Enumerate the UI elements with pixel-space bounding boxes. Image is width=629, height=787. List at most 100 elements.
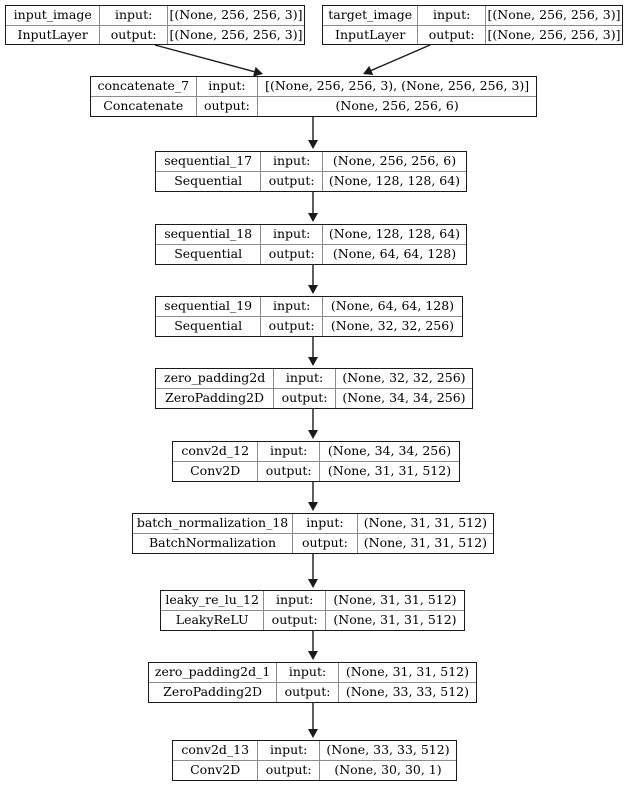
arrow-head-icon: [308, 651, 318, 660]
output-label: output:: [277, 683, 339, 702]
layer-name: input_image: [6, 6, 101, 25]
input-label: input:: [277, 663, 339, 682]
output-label: output:: [261, 317, 323, 336]
input-label: input:: [258, 442, 320, 461]
layer-class-name: Sequential: [156, 245, 262, 264]
edge-zero_padding2d_1-to-conv2d_13: [308, 703, 318, 738]
edge-zero_padding2d-to-conv2d_12: [308, 409, 318, 439]
layer-name: conv2d_13: [173, 741, 259, 760]
edge-line: [370, 44, 431, 72]
input-shape: [(None, 256, 256, 3)]: [169, 7, 303, 22]
arrow-head-icon: [308, 430, 318, 439]
output-label: output:: [261, 245, 323, 264]
edge-sequential_19-to-zero_padding2d: [308, 337, 318, 366]
layer-name: sequential_17: [156, 152, 262, 171]
arrow-head-icon: [308, 285, 318, 294]
layer-class-name: InputLayer: [6, 25, 101, 44]
input-label: input:: [274, 369, 336, 388]
input-shape: [(None, 256, 256, 3)]: [487, 7, 621, 22]
input-shape: [(None, 256, 256, 3), (None, 256, 256, 3…: [265, 78, 530, 94]
input-label: input:: [261, 152, 323, 171]
edge-conv2d_12-to-batch_normalization_18: [308, 482, 318, 511]
arrow-head-icon: [308, 140, 318, 149]
input-label: input:: [261, 297, 323, 316]
output-label: output:: [258, 462, 320, 481]
edge-input_image-to-concatenate_7: [154, 44, 263, 77]
output-shape: (None, 64, 64, 128): [332, 246, 457, 262]
input-label: input:: [264, 591, 326, 610]
layer-class-name: BatchNormalization: [133, 534, 294, 553]
layer-name: target_image: [323, 6, 419, 25]
output-shape: (None, 34, 34, 256): [342, 390, 466, 406]
edge-batch_normalization_18-to-leaky_re_lu_12: [308, 554, 318, 588]
arrow-head-icon: [308, 502, 318, 511]
output-shape: (None, 256, 256, 6): [335, 98, 459, 114]
output-label: output:: [293, 534, 358, 553]
layer-class-name: LeakyReLU: [161, 611, 265, 630]
output-shape: [(None, 256, 256, 3)]: [169, 26, 303, 42]
output-shape: (None, 30, 30, 1): [334, 762, 442, 778]
output-label: output:: [274, 389, 336, 408]
input-label: input:: [258, 741, 320, 760]
arrow-head-icon: [308, 729, 318, 738]
input-shape: (None, 31, 31, 512): [345, 664, 470, 680]
input-shape: (None, 32, 32, 256): [342, 370, 466, 386]
edge-sequential_18-to-sequential_19: [308, 265, 318, 294]
input-label: input:: [100, 6, 168, 25]
layer-class-name: Sequential: [156, 317, 262, 336]
output-shape: (None, 128, 128, 64): [328, 173, 461, 189]
edge-leaky_re_lu_12-to-zero_padding2d_1: [308, 631, 318, 660]
input-shape: (None, 128, 128, 64): [328, 226, 461, 242]
layer-class-name: ZeroPadding2D: [156, 389, 275, 408]
input-shape: (None, 256, 256, 6): [332, 153, 457, 169]
input-shape: (None, 31, 31, 512): [363, 515, 487, 531]
layer-class-name: Conv2D: [173, 761, 259, 780]
output-label: output:: [261, 172, 323, 191]
input-label: input:: [293, 514, 358, 533]
layer-name: concatenate_7: [91, 77, 197, 96]
layer-class-name: InputLayer: [323, 25, 419, 44]
layer-class-name: ZeroPadding2D: [149, 683, 278, 702]
input-shape: (None, 33, 33, 512): [326, 742, 450, 758]
input-label: input:: [418, 6, 486, 25]
input-label: input:: [197, 77, 259, 96]
output-label: output:: [100, 25, 168, 44]
output-shape: (None, 31, 31, 512): [327, 463, 452, 479]
arrow-head-icon: [308, 213, 318, 222]
output-shape: (None, 33, 33, 512): [345, 684, 470, 700]
layer-name: zero_padding2d_1: [149, 663, 278, 682]
layer-class-name: Conv2D: [173, 462, 259, 481]
output-shape: (None, 31, 31, 512): [363, 535, 487, 551]
arrow-head-icon: [308, 579, 318, 588]
